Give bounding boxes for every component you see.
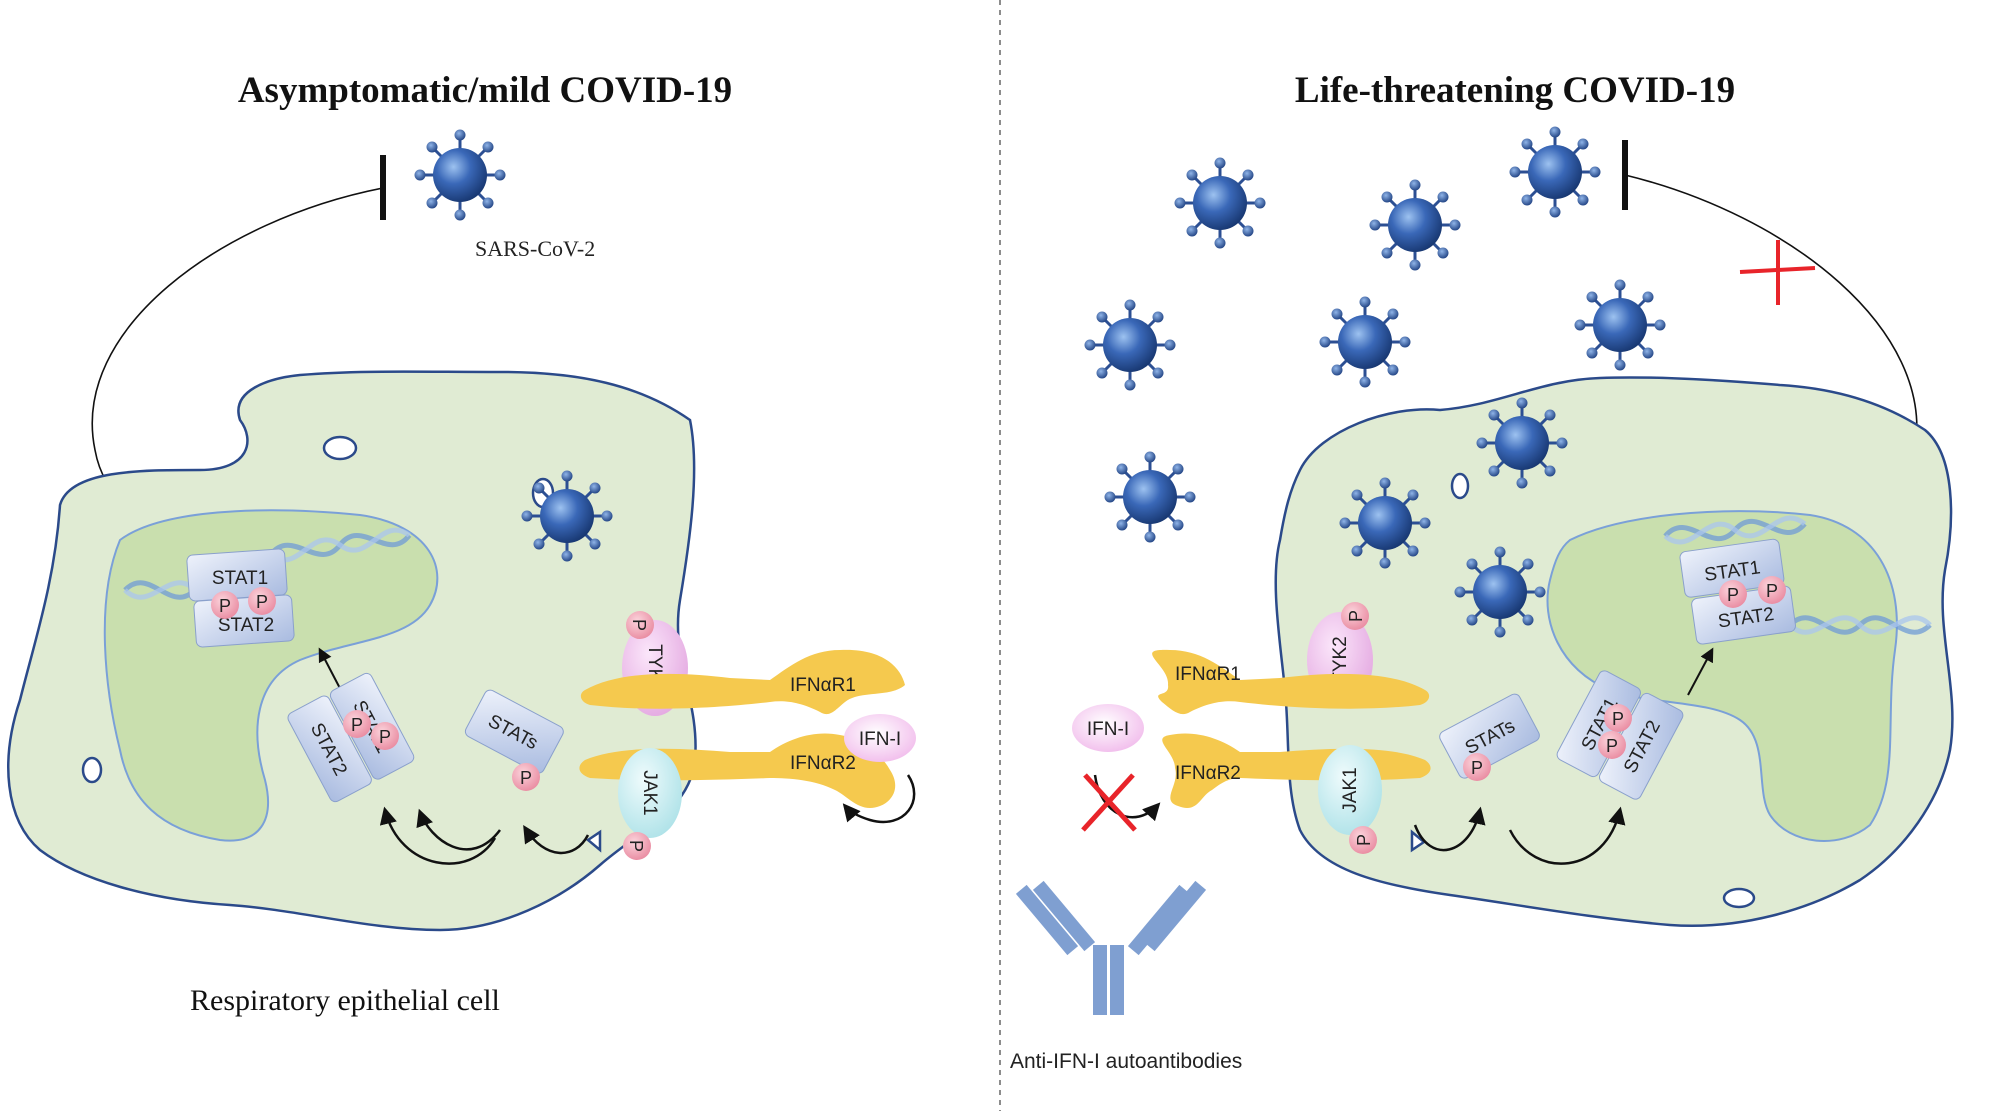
stats-activation-arrow (416, 808, 501, 851)
right-ifn-i: IFN-I (1072, 704, 1144, 752)
intracellular-virus-icon (520, 469, 614, 563)
virus-icon (1318, 295, 1412, 389)
right-panel-title: Life-threatening COVID-19 (1295, 70, 1735, 111)
tyk2-label: TYK2 (1330, 636, 1351, 684)
intracellular-virus-icon (1453, 545, 1547, 639)
vesicle (81, 756, 103, 784)
antibody-label: Anti-IFN-I autoantibodies (1010, 1050, 1242, 1073)
nuclear-stat-complex: STAT1 STAT2 P P (186, 548, 295, 648)
cell-label: Respiratory epithelial cell (190, 984, 500, 1017)
left-ifn-i: IFN-I (844, 714, 916, 762)
phospho-circle (343, 710, 371, 738)
jak1-phosphorylation-arrow (523, 825, 590, 855)
right-ifnar1-receptor: IFNαR1 (1152, 649, 1430, 715)
antibody-icon (1015, 880, 1207, 1015)
stat1-label: STAT1 (212, 568, 268, 589)
blocked-ifn-mark (1081, 773, 1137, 832)
phospho-circle (1719, 580, 1747, 608)
vesicle (1450, 472, 1470, 500)
phospho-label: P (626, 840, 646, 852)
phospho-label: P (1346, 610, 1366, 622)
stat-dimerization-arrow (379, 806, 497, 865)
virus-icon (1103, 450, 1197, 544)
stat2-label: STAT2 (218, 615, 274, 636)
ifnar1-label: IFNαR1 (1175, 664, 1241, 685)
right-nucleus (1546, 510, 1898, 842)
left-panel-title: Asymptomatic/mild COVID-19 (238, 70, 732, 111)
vesicle (322, 435, 358, 461)
phospho-label: P (256, 592, 268, 612)
jak1-label: JAK1 (639, 770, 660, 815)
phospho-label: P (1612, 709, 1624, 729)
phospho-label: P (379, 727, 391, 747)
phospho-label: P (1606, 736, 1618, 756)
jak1-phosphorylation-arrow (1413, 806, 1486, 852)
virus-icon (1173, 156, 1267, 250)
virus-icon (1368, 178, 1462, 272)
ifnar2-label: IFNαR2 (790, 753, 856, 774)
stat-dimerization-arrow (1508, 806, 1626, 865)
virus-icon (1508, 125, 1602, 219)
phospho-label: P (351, 715, 363, 735)
phospho-circle (1598, 731, 1626, 759)
left-jak1: JAK1 P (618, 748, 682, 860)
vesicle (585, 829, 602, 853)
ifn-i-label: IFN-I (859, 729, 901, 750)
ifn-i-label: IFN-I (1087, 719, 1129, 740)
ifnar1-label: IFNαR1 (790, 675, 856, 696)
phospho-label: P (1727, 585, 1739, 605)
intracellular-virus-icon (1338, 476, 1432, 570)
phospho-label: P (629, 619, 649, 631)
phospho-circle (1758, 576, 1786, 604)
phospho-circle (512, 763, 540, 791)
virus-label: SARS-CoV-2 (475, 236, 595, 261)
phospho-label: P (520, 768, 532, 788)
intracellular-virus-icon (1475, 396, 1569, 490)
right-jak1: JAK1 P (1318, 745, 1382, 854)
phospho-label: P (1766, 581, 1778, 601)
stats-box: STATs (464, 689, 564, 774)
cytoplasmic-stat-complex: STAT1 STAT2 (287, 672, 415, 803)
blocked-feedback-mark (1739, 240, 1816, 305)
ifn-binding-arrow (842, 774, 916, 824)
virus-icon (1573, 278, 1667, 372)
sars-cov-2-virus-icon (413, 128, 507, 222)
phospho-label: P (1471, 758, 1483, 778)
left-panel: Asymptomatic/mild COVID-19 SARS-CoV-2 ST… (7, 70, 916, 1017)
phospho-circle (371, 722, 399, 750)
jak1-label: JAK1 (1340, 767, 1361, 812)
right-panel: Life-threatening COVID-19 (1010, 70, 1954, 1073)
ifnar2-label: IFNαR2 (1175, 763, 1241, 784)
nuclear-import-arrow (1687, 647, 1714, 696)
phospho-circle (1463, 753, 1491, 781)
phospho-label: P (1354, 834, 1374, 846)
phospho-circle (1604, 704, 1632, 732)
phospho-label: P (219, 596, 231, 616)
vesicle (1410, 829, 1427, 853)
virus-icon (1083, 298, 1177, 392)
left-ifnar1-receptor: IFNαR1 (580, 649, 905, 715)
stats-box: STATs (1439, 693, 1540, 779)
vesicle (1722, 887, 1756, 909)
